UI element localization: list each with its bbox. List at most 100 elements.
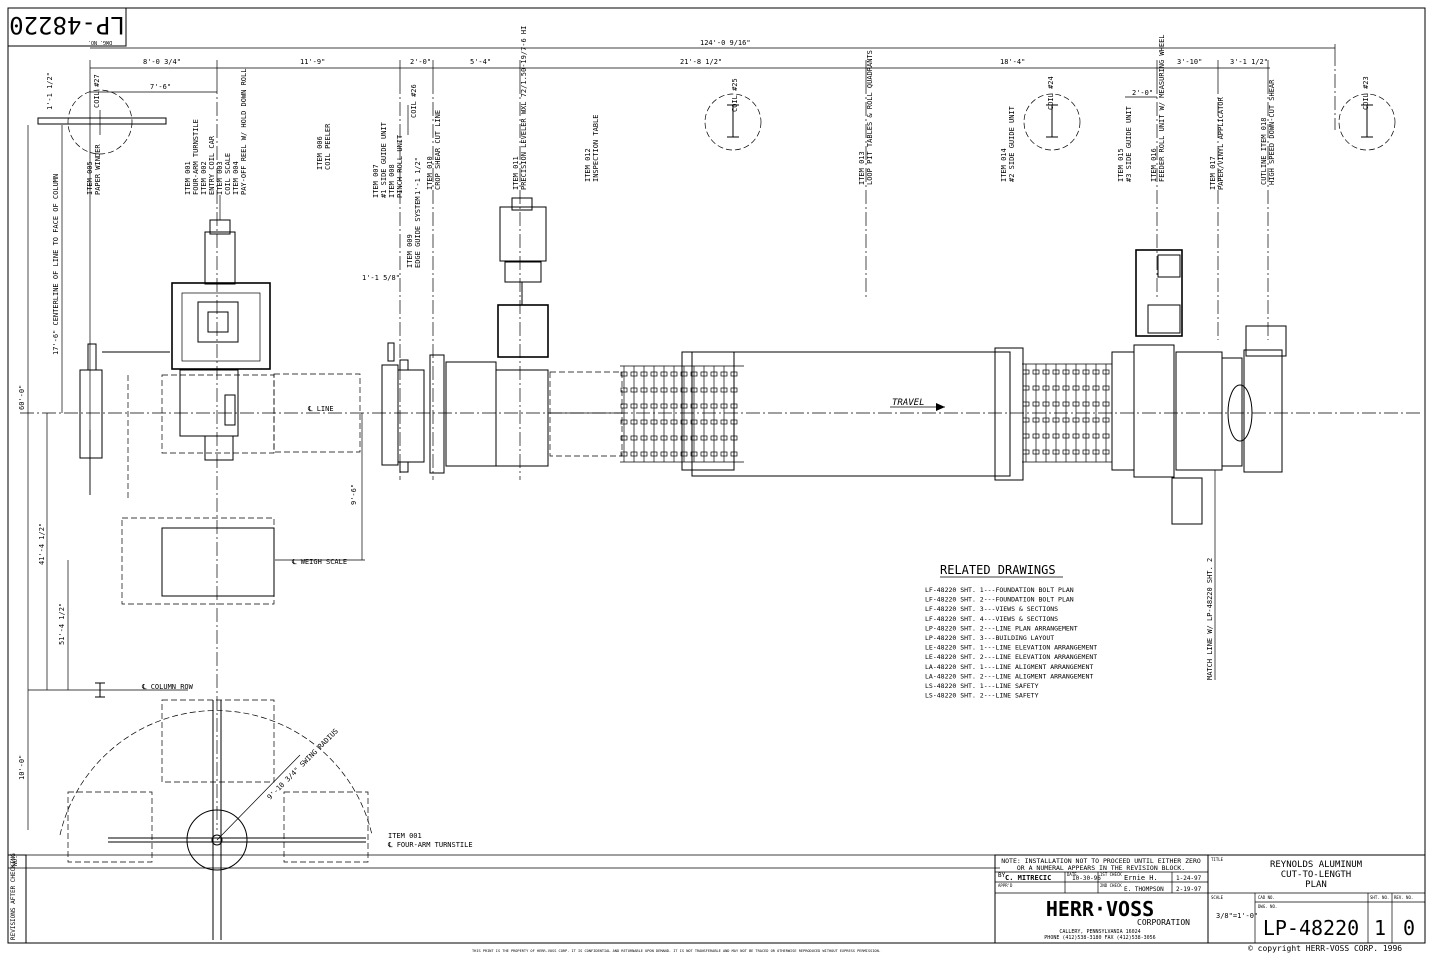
related-drawing-entry: LS-48220 SHT. 1---LINE SAFETY — [925, 682, 1039, 690]
item-011-desc: PRECISION LEVELER WXL 72/1.50-19/7-6 HI — [520, 26, 528, 190]
match-line-label: MATCH LINE W/ LP-48220 SHT. 2 — [1206, 558, 1214, 680]
four-arm-turnstile — [59, 699, 373, 940]
dim-d9: 7'-6" — [150, 83, 171, 91]
item-004-num: ITEM 004 — [232, 161, 240, 195]
item-001-desc: FOUR-ARM TURNSTILE — [192, 119, 200, 195]
company-address: CALLERY, PENNSYLVANIA 16024 — [1059, 929, 1140, 935]
item-005-num: ITEM 005 — [86, 161, 94, 195]
title-line1: REYNOLDS ALUMINUM — [1270, 860, 1363, 870]
coil-label-26: COIL #26 — [410, 84, 418, 118]
dwg-caption: DWG. NO. — [1258, 904, 1277, 909]
exit-side-guide — [1111, 344, 1175, 478]
title-line3: PLAN — [1305, 880, 1327, 890]
coil-24 — [1023, 93, 1081, 151]
item-001-num: ITEM 001 — [184, 161, 192, 195]
weigh-scale-label: ℄ WEIGH SCALE — [291, 558, 347, 566]
paper-winder-bar — [37, 117, 167, 125]
coil-27 — [67, 89, 133, 155]
item-006-num: ITEM 006 — [316, 136, 324, 170]
dim-v5: 10'-0" — [18, 755, 26, 780]
item-011-num: ITEM 011 — [512, 156, 520, 190]
rev-caption: REV. NO. — [1394, 895, 1413, 900]
leveler-rolls — [445, 361, 549, 467]
related-drawing-entry: LE-48220 SHT. 1---LINE ELEVATION ARRANGE… — [925, 644, 1097, 652]
related-drawing-entry: LP-48220 SHT. 2---LINE PLAN ARRANGEMENT — [925, 624, 1078, 632]
copyright: © copyright HERR-VOSS CORP. 1996 — [1248, 944, 1402, 953]
check2-date: 2-19-97 — [1176, 886, 1202, 893]
item-010-num: ITEM 010 — [426, 156, 434, 190]
sheet-number: 1 — [1374, 916, 1386, 940]
item-018-num: CUTLINE ITEM 018 — [1260, 118, 1268, 185]
coil-label-24: COIL #24 — [1047, 76, 1055, 110]
roll-table-2 — [1022, 363, 1112, 463]
item-017-num: ITEM 017 — [1209, 156, 1217, 190]
related-drawing-entry: LF-48220 SHT. 2---FOUNDATION BOLT PLAN — [925, 596, 1074, 604]
item-007-num: ITEM 007 — [372, 164, 380, 198]
dim-v4: 51'-4 1/2" — [58, 603, 66, 645]
dim-d13: 1'-1 1/2" — [414, 157, 422, 195]
dwg-stamp-box — [7, 7, 127, 47]
dim-d14: 9'-6" — [350, 484, 358, 505]
item-018-desc: HIGH SPEED DOWN-CUT SHEAR — [1268, 79, 1276, 185]
dim-v2: 17'-6" CENTERLINE OF LINE TO FACE OF COL… — [52, 174, 60, 355]
check1-caption: 1ST CHECK — [1100, 872, 1122, 877]
sheet-caption: SHT. NO. — [1370, 895, 1389, 900]
item-016-num: ITEM 016 — [1150, 148, 1158, 182]
dim-d12: 1'-1 5/8" — [362, 274, 400, 282]
related-drawing-entry: LP-48220 SHT. 3---BUILDING LAYOUT — [925, 634, 1054, 642]
related-drawing-entry: LF-48220 SHT. 4---VIEWS & SECTIONS — [925, 615, 1058, 623]
dim-d1: 8'-0 3/4" — [143, 58, 181, 66]
item-015-num: ITEM 015 — [1117, 148, 1125, 182]
item-002-num: ITEM 002 — [200, 161, 208, 195]
dim-d6: 18'-4" — [1000, 58, 1025, 66]
check2-caption: 2ND CHECK — [1100, 883, 1122, 888]
related-drawing-entry: LE-48220 SHT. 2---LINE ELEVATION ARRANGE… — [925, 653, 1097, 661]
side-guide-pinch-roll — [381, 342, 425, 473]
dim-d5: 21'-8 1/2" — [680, 58, 722, 66]
weigh-scale — [121, 517, 275, 605]
dim-d4: 5'-4" — [470, 58, 491, 66]
dim-d3: 2'-0" — [410, 58, 431, 66]
dwg-stamp-number: LP-48220 — [9, 11, 125, 39]
swing-radius-label: 9'-10 3/4" SWING RADIUS — [266, 727, 340, 801]
dim-d10: 2'-0" — [1132, 89, 1153, 97]
item-013-num: ITEM 013 — [858, 151, 866, 185]
dwg-stamp-caption: DWG. NO. — [88, 39, 112, 45]
item-009-num: ITEM 009 — [406, 234, 414, 268]
item-005-desc: PAPER WINDER — [94, 144, 102, 195]
item-003-num: ITEM 003 — [216, 161, 224, 195]
related-drawing-entry: LS-48220 SHT. 2---LINE SAFETY — [925, 692, 1039, 700]
item-006-desc: COIL PEELER — [324, 123, 332, 170]
coil-label-23: COIL #23 — [1362, 76, 1370, 110]
travel-label: TRAVEL — [892, 398, 925, 408]
dim-v1: 60'-0" — [18, 385, 26, 410]
date-drawn: 10-30-96 — [1072, 875, 1101, 882]
column-row-label: ℄ COLUMN ROW — [141, 683, 194, 691]
line-label: ℄ LINE — [307, 405, 334, 413]
scale-value: 3/8"=1'-0" — [1216, 912, 1258, 920]
approved-caption: APPR'D — [998, 883, 1013, 888]
rev-number: 0 — [1403, 916, 1415, 940]
item-014-desc: #2 SIDE GUIDE UNIT — [1008, 105, 1016, 182]
dim-d2: 11'-9" — [300, 58, 325, 66]
related-drawing-entry: LF-48220 SHT. 3---VIEWS & SECTIONS — [925, 605, 1058, 613]
down-cut-shear — [1243, 349, 1283, 473]
overall-dimension: 124'-0 9/16" — [700, 39, 751, 47]
item-009-desc: EDGE GUIDE SYSTEM — [414, 196, 422, 268]
item-004-desc: PAY-OFF REEL W/ HOLD DOWN ROLL — [240, 69, 248, 195]
item-008-num: ITEM 008 — [388, 164, 396, 198]
item-012-desc: INSPECTION TABLE — [592, 115, 600, 182]
related-drawing-entry: LA-48220 SHT. 2---LINE ALIGMENT ARRANGEM… — [925, 672, 1093, 680]
item-007-desc: #1 SIDE GUIDE UNIT — [380, 121, 388, 198]
item-010-desc: CROP SHEAR CUT LINE — [434, 110, 442, 190]
related-drawing-entry: LA-48220 SHT. 1---LINE ALIGMENT ARRANGEM… — [925, 663, 1093, 671]
dim-d7: 3'-10" — [1177, 58, 1202, 66]
cad-caption: CAD NO. — [1258, 895, 1275, 900]
installation-note-line2: OR A NUMERAL APPEARS IN THE REVISION BLO… — [1017, 864, 1185, 872]
paper-winder — [79, 369, 103, 459]
company-phone: PHONE (412)538-3180 FAX (412)538-3056 — [1044, 935, 1155, 941]
company-logo: HERR·VOSS — [1046, 897, 1154, 921]
item-014-num: ITEM 014 — [1000, 148, 1008, 182]
title-block — [994, 854, 1426, 944]
